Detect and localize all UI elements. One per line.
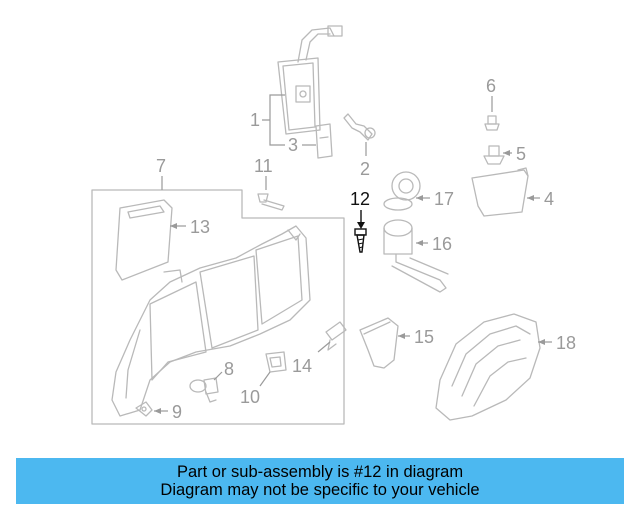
callout-1: 1 (250, 110, 260, 130)
part-5-pin (483, 145, 505, 165)
info-banner: Part or sub-assembly is #12 in diagram D… (16, 458, 624, 504)
part-7-assembly-box (91, 189, 345, 425)
callout-6: 6 (486, 76, 496, 96)
callout-12: 12 (350, 189, 370, 209)
part-8-fastener (189, 377, 219, 403)
part-13-side-panel (115, 199, 173, 281)
part-10-clip (265, 351, 287, 373)
callout-18: 18 (556, 333, 576, 353)
callout-15: 15 (414, 327, 434, 347)
part-3-plate (315, 123, 333, 159)
banner-line-2: Diagram may not be specific to your vehi… (160, 481, 480, 499)
callout-9: 9 (172, 402, 182, 422)
callout-16: 16 (432, 234, 452, 254)
part-2-lock (343, 113, 376, 141)
callout-13: 13 (190, 217, 210, 237)
callout-5: 5 (516, 144, 526, 164)
part-6-clip (484, 115, 500, 131)
part-1-panel (277, 25, 343, 135)
callout-8: 8 (224, 359, 234, 379)
callout-1-bracket (262, 94, 285, 146)
part-14-bracket (325, 321, 347, 351)
part-15-block (359, 317, 399, 369)
callout-7: 7 (156, 156, 166, 176)
part-11-bolt (257, 193, 285, 211)
callout-10: 10 (240, 387, 260, 407)
part-16-housing (383, 219, 449, 293)
part-4-cover (471, 167, 529, 217)
callout-11: 11 (254, 156, 273, 176)
part-9-clip (135, 401, 153, 417)
callout-2: 2 (360, 159, 370, 179)
part-17-lid (383, 171, 421, 211)
banner-line-1: Part or sub-assembly is #12 in diagram (176, 463, 464, 481)
part-12-screw (354, 228, 367, 253)
callout-14: 14 (292, 356, 312, 376)
callout-3: 3 (288, 135, 298, 155)
parts-diagram: 1 3 2 6 5 4 17 (91, 25, 576, 425)
callout-17: 17 (434, 189, 454, 209)
part-18-liner (435, 313, 541, 421)
callout-4: 4 (544, 189, 554, 209)
quarter-trim-panel (111, 225, 311, 417)
